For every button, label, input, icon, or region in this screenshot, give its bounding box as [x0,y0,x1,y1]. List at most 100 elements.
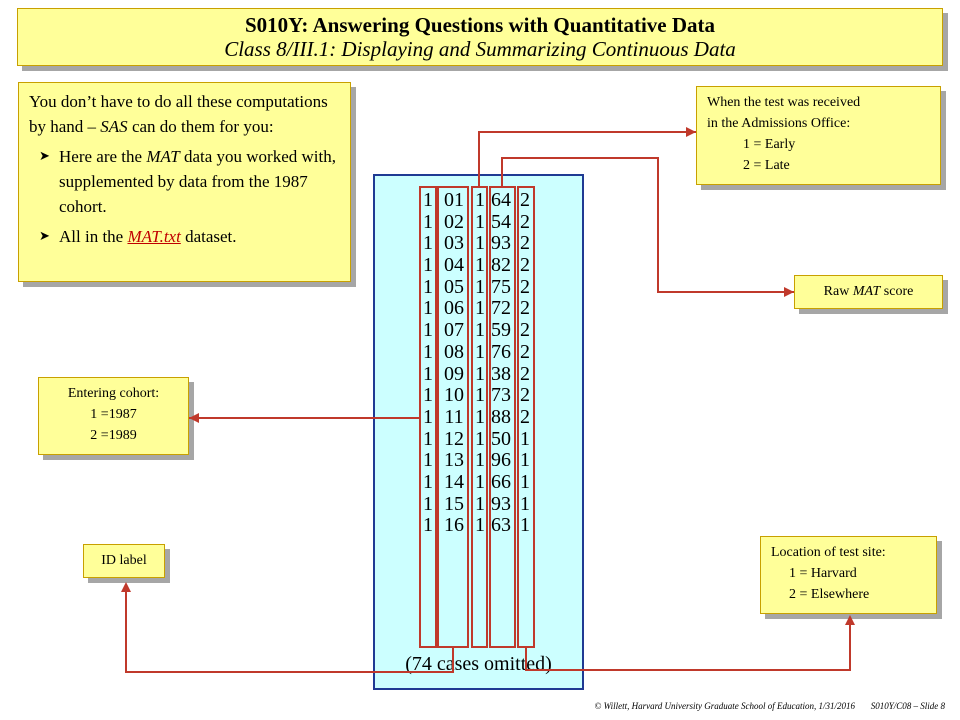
table-cell: 38 [491,362,511,385]
table-cell: 1 [475,405,485,428]
connector-score [501,157,794,293]
table-cell: 1 [520,492,530,515]
table-cell: 1 [520,427,530,450]
table-cell: 1 [475,297,485,320]
table-cell: 93 [491,492,511,515]
arrowhead-id [121,582,131,592]
connector-site [525,619,851,671]
table-cell: 1 [475,384,485,407]
connector-id [125,586,454,673]
table-cell: 2 [520,297,530,320]
table-cell: 1 [475,189,485,211]
table-cell: 04 [444,254,464,277]
table-cell: 93 [491,232,511,255]
table-cell: 96 [491,449,511,472]
table-cell: 1 [423,254,433,277]
slide-subtitle: Class 8/III.1: Displaying and Summarizin… [224,37,736,61]
table-cell: 1 [423,232,433,255]
table-cell: 1 [520,449,530,472]
table-cell: 50 [491,427,511,450]
table-cell: 1 [423,449,433,472]
table-cell: 05 [444,275,464,298]
table-cell: 1 [423,275,433,298]
mat-txt-link[interactable]: MAT.txt [127,227,181,246]
table-cell: 1 [423,210,433,233]
table-cell: 1 [475,319,485,342]
table-cell: 54 [491,210,511,233]
table-cell: 76 [491,340,511,363]
table-cell: 1 [520,514,530,537]
slide-title: S010Y: Answering Questions with Quantita… [244,13,716,37]
table-cell: 1 [423,189,433,211]
omitted-note: (74 cases omitted) [405,653,552,675]
table-cell: 2 [520,210,530,233]
table-cell: 63 [491,514,511,537]
arrowhead-site [845,615,855,625]
column-highlight-cohort [419,186,437,648]
table-cell: 1 [475,362,485,385]
table-cell: 1 [475,492,485,515]
table-cell: 2 [520,405,530,428]
table-cell: 1 [520,470,530,493]
intro-callout: You don’t have to do all these computati… [18,82,351,282]
table-cell: 2 [520,384,530,407]
table-cell: 2 [520,340,530,363]
slide-footer: © Willett, Harvard University Graduate S… [594,701,946,711]
bullet-mat-data: ➤ Here are the MAT data you worked with,… [29,144,340,219]
table-cell: 1 [475,514,485,537]
table-cell: 72 [491,297,511,320]
cohort-callout: Entering cohort: 1 =1987 2 =1989 [38,377,189,455]
table-cell: 1 [423,297,433,320]
table-cell: 08 [444,340,464,363]
table-cell: 2 [520,319,530,342]
title-box: S010Y: Answering Questions with Quantita… [17,8,943,66]
table-cell: 06 [444,297,464,320]
table-cell: 11 [444,405,464,428]
table-cell: 2 [520,254,530,277]
arrowhead-received [686,127,696,137]
table-cell: 75 [491,275,511,298]
table-cell: 2 [520,232,530,255]
table-cell: 64 [491,189,511,211]
table-cell: 1 [423,340,433,363]
table-cell: 1 [423,384,433,407]
table-cell: 1 [475,232,485,255]
table-cell: 1 [423,514,433,537]
table-cell: 82 [491,254,511,277]
table-cell: 1 [475,340,485,363]
column-highlight-score [489,186,516,648]
table-cell: 03 [444,232,464,255]
table-cell: 16 [444,514,464,537]
table-cell: 1 [475,427,485,450]
arrowhead-cohort [189,413,199,423]
table-row: 1 06 1 72 2 [422,298,534,320]
table-cell: 02 [444,210,464,233]
table-cell: 1 [423,319,433,342]
table-cell: 1 [423,492,433,515]
table-cell: 14 [444,470,464,493]
received-callout: When the test was received in the Admiss… [696,86,941,185]
table-cell: 12 [444,427,464,450]
table-row: 1 16 1 63 1 [422,515,534,537]
table-cell: 1 [475,449,485,472]
column-highlight-id [437,186,469,648]
intro-text: You don’t have to do all these computati… [29,92,328,136]
connector-received [478,131,696,186]
table-cell: 2 [520,189,530,211]
table-cell: 1 [423,362,433,385]
bullet-dataset: ➤ All in the MAT.txt dataset. [29,224,340,249]
table-cell: 1 [475,470,485,493]
table-row: 1 03 1 93 2 [422,233,534,255]
